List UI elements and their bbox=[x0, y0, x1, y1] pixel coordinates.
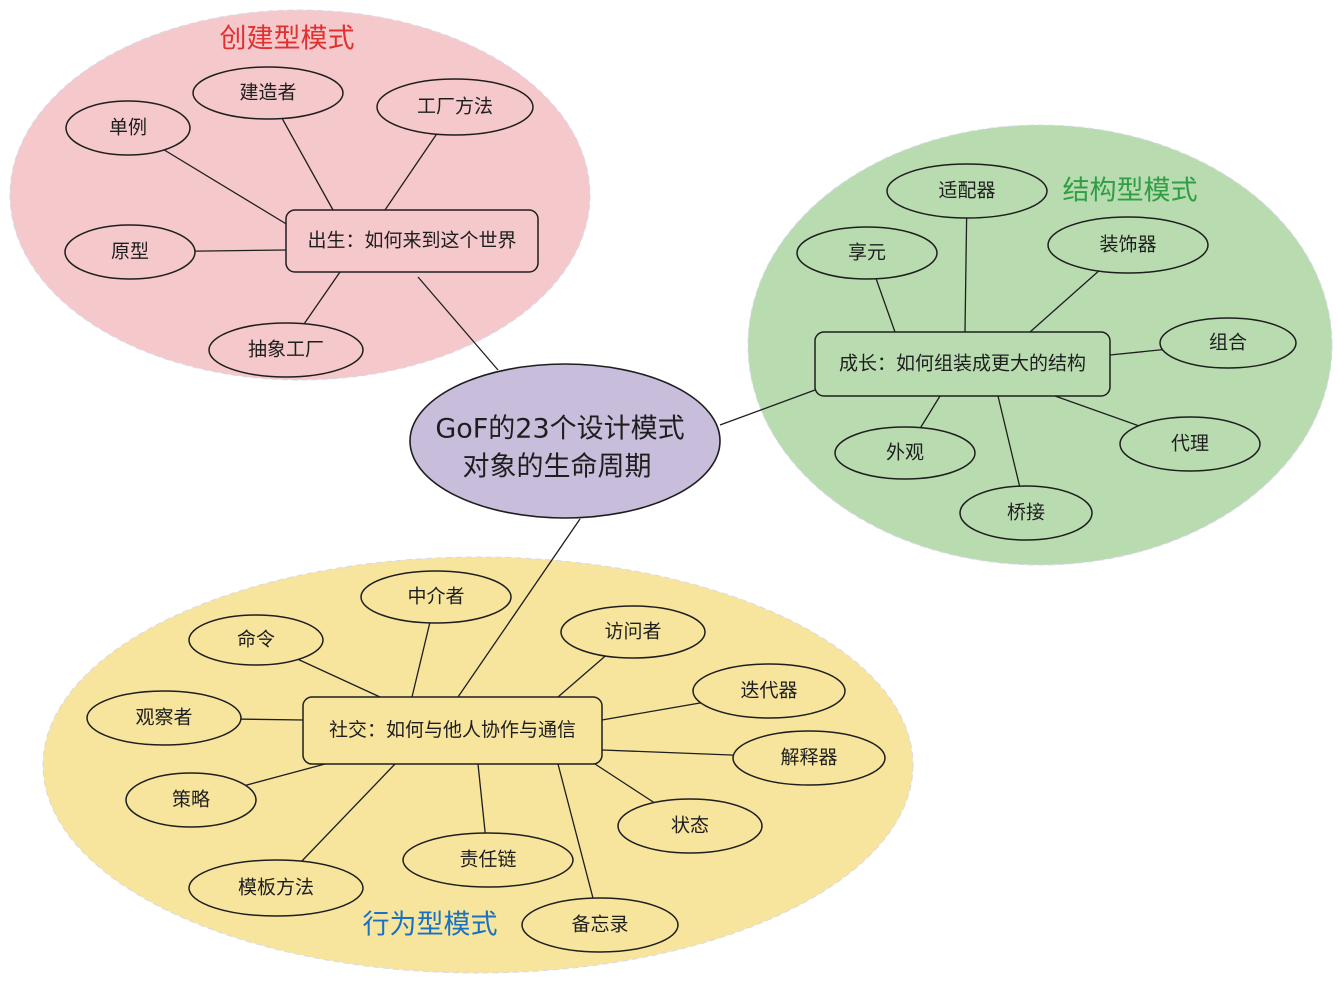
pattern-node[interactable] bbox=[192, 66, 344, 120]
pattern-label: 代理 bbox=[1171, 433, 1209, 455]
pattern-label: 状态 bbox=[671, 815, 709, 837]
center-node[interactable] bbox=[409, 363, 721, 519]
pattern-node[interactable] bbox=[376, 78, 534, 136]
pattern-label: 模板方法 bbox=[238, 877, 314, 899]
pattern-label: 单例 bbox=[109, 117, 147, 139]
center-title-line2: 对象的生命周期 bbox=[463, 452, 652, 483]
pattern-node[interactable] bbox=[188, 859, 364, 917]
behavioral-hub-label: 社交：如何与他人协作与通信 bbox=[329, 719, 576, 741]
pattern-node[interactable] bbox=[86, 690, 242, 746]
pattern-label: 享元 bbox=[848, 242, 886, 264]
pattern-node[interactable] bbox=[208, 322, 364, 378]
pattern-node[interactable] bbox=[402, 832, 574, 888]
pattern-node[interactable] bbox=[188, 614, 324, 666]
pattern-node[interactable] bbox=[617, 798, 763, 854]
pattern-label: 迭代器 bbox=[740, 680, 797, 702]
pattern-node[interactable] bbox=[692, 663, 846, 719]
structural-center-connector bbox=[719, 389, 816, 426]
pattern-node[interactable] bbox=[732, 730, 886, 786]
pattern-label: 责任链 bbox=[459, 849, 516, 871]
pattern-label: 策略 bbox=[172, 789, 210, 811]
pattern-label: 命令 bbox=[237, 629, 275, 651]
creational-group-title: 创建型模式 bbox=[220, 24, 355, 55]
pattern-label: 原型 bbox=[111, 241, 149, 263]
pattern-node[interactable] bbox=[560, 605, 706, 659]
pattern-label: 中介者 bbox=[407, 586, 464, 608]
pattern-node[interactable] bbox=[360, 570, 512, 624]
creational-center-connector bbox=[417, 276, 499, 371]
pattern-label: 工厂方法 bbox=[417, 96, 493, 118]
pattern-node[interactable] bbox=[1047, 216, 1209, 274]
behavioral-group-title: 行为型模式 bbox=[363, 910, 498, 941]
pattern-label: 组合 bbox=[1209, 332, 1247, 354]
pattern-node[interactable] bbox=[886, 163, 1048, 219]
pattern-label: 外观 bbox=[886, 442, 924, 464]
pattern-node[interactable] bbox=[64, 224, 196, 280]
pattern-node[interactable] bbox=[125, 772, 257, 828]
pattern-node[interactable] bbox=[65, 100, 191, 156]
pattern-label: 装饰器 bbox=[1099, 234, 1156, 256]
pattern-label: 解释器 bbox=[780, 747, 837, 769]
pattern-node[interactable] bbox=[1159, 317, 1297, 369]
behavioral-hub-node[interactable] bbox=[302, 696, 603, 765]
pattern-node[interactable] bbox=[1119, 416, 1261, 472]
creational-hub-node[interactable] bbox=[285, 209, 539, 273]
pattern-node[interactable] bbox=[796, 226, 938, 280]
pattern-node[interactable] bbox=[959, 485, 1093, 541]
pattern-label: 抽象工厂 bbox=[248, 339, 324, 361]
pattern-label: 桥接 bbox=[1007, 502, 1045, 524]
center-title-line1: GoF的23个设计模式 bbox=[435, 414, 684, 445]
pattern-label: 访问者 bbox=[604, 621, 661, 643]
pattern-node[interactable] bbox=[834, 426, 976, 480]
structural-group-title: 结构型模式 bbox=[1063, 176, 1198, 207]
structural-hub-label: 成长：如何组装成更大的结构 bbox=[839, 353, 1086, 375]
pattern-node[interactable] bbox=[521, 897, 679, 953]
pattern-label: 备忘录 bbox=[571, 914, 628, 936]
pattern-label: 观察者 bbox=[135, 707, 192, 729]
creational-hub-label: 出生：如何来到这个世界 bbox=[307, 230, 516, 252]
pattern-label: 适配器 bbox=[938, 180, 995, 202]
behavioral-center-connector bbox=[457, 518, 581, 698]
pattern-label: 建造者 bbox=[239, 82, 296, 104]
structural-hub-node[interactable] bbox=[814, 331, 1111, 397]
